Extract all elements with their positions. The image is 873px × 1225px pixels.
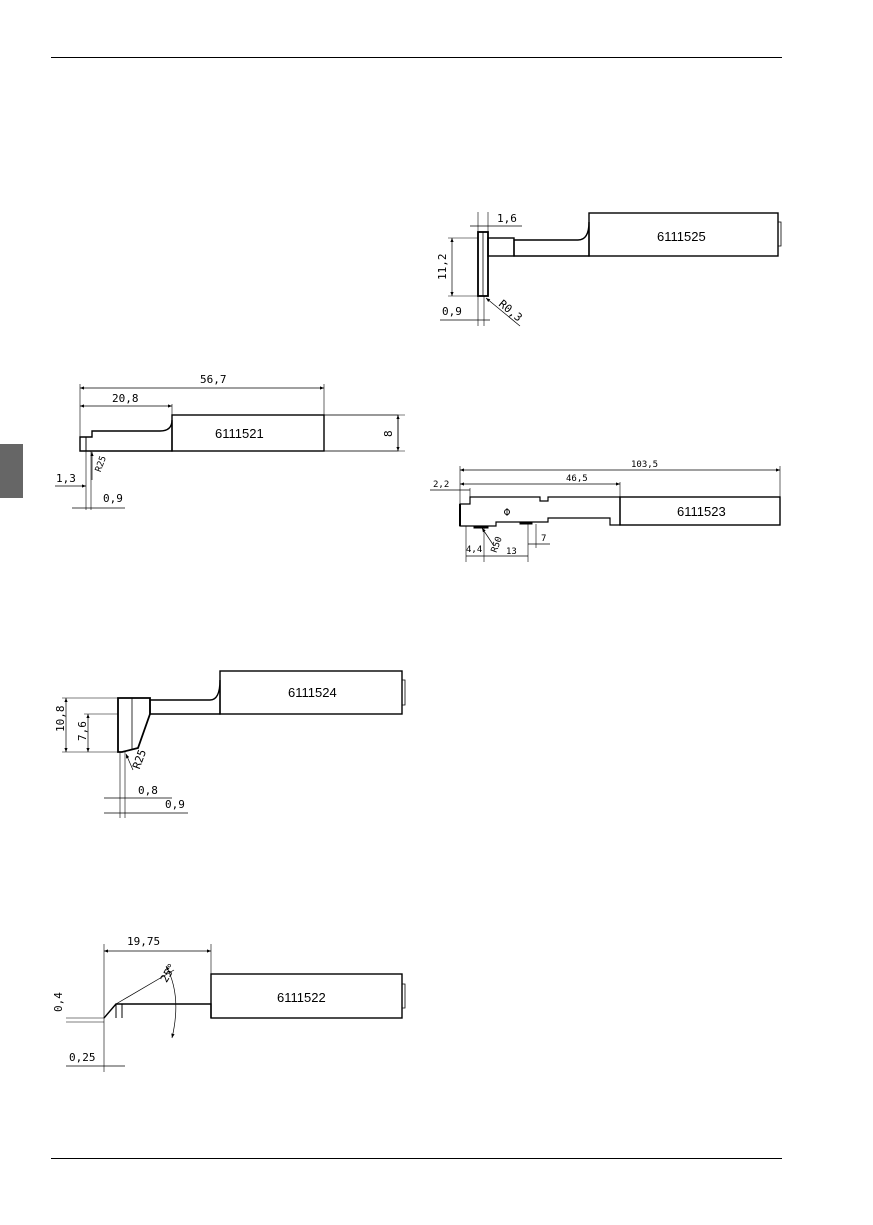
part-number-6111525: 6111525	[657, 229, 706, 244]
dim-radius: R50	[490, 535, 505, 554]
dim-radius: R25	[130, 748, 149, 771]
dim-tip: 0,25	[69, 1051, 96, 1064]
part-number-6111523: 6111523	[677, 504, 726, 519]
dim-radius: R25	[94, 455, 109, 474]
drawing-6111522	[66, 944, 405, 1072]
drawing-6111523	[430, 466, 780, 562]
dim-length: 46,5	[566, 474, 588, 484]
drawing-6111525	[440, 212, 781, 326]
dim-overall: 56,7	[200, 373, 227, 386]
dim-length: 19,75	[127, 935, 160, 948]
part-number-6111524: 6111524	[288, 685, 337, 700]
part-number-6111521: 6111521	[215, 426, 264, 441]
dim-offset: 2,2	[433, 480, 449, 490]
dim-overall: 103,5	[631, 460, 658, 470]
dim-tip: 0,9	[442, 305, 462, 318]
dim-angle: 25°	[158, 961, 179, 985]
dim-height-outer: 10,8	[54, 706, 67, 733]
part-number-6111522: 6111522	[277, 990, 326, 1005]
dim-height: 8	[382, 430, 395, 437]
dim-b: 13	[506, 547, 517, 557]
dim-c: 7	[541, 534, 546, 544]
dim-a: 4,4	[466, 545, 482, 555]
dim-width: 1,6	[497, 212, 517, 225]
dim-length: 20,8	[112, 392, 139, 405]
dim-width: 1,3	[56, 472, 76, 485]
dim-tip-a: 0,8	[138, 784, 158, 797]
dim-tip-b: 0,9	[165, 798, 185, 811]
dim-tip: 0,9	[103, 492, 123, 505]
dim-height-inner: 7,6	[76, 721, 89, 741]
dim-radius: R0,3	[496, 297, 525, 324]
dim-height: 11,2	[436, 254, 449, 281]
drawing-6111524	[62, 671, 405, 818]
dim-height: 0,4	[52, 992, 65, 1012]
